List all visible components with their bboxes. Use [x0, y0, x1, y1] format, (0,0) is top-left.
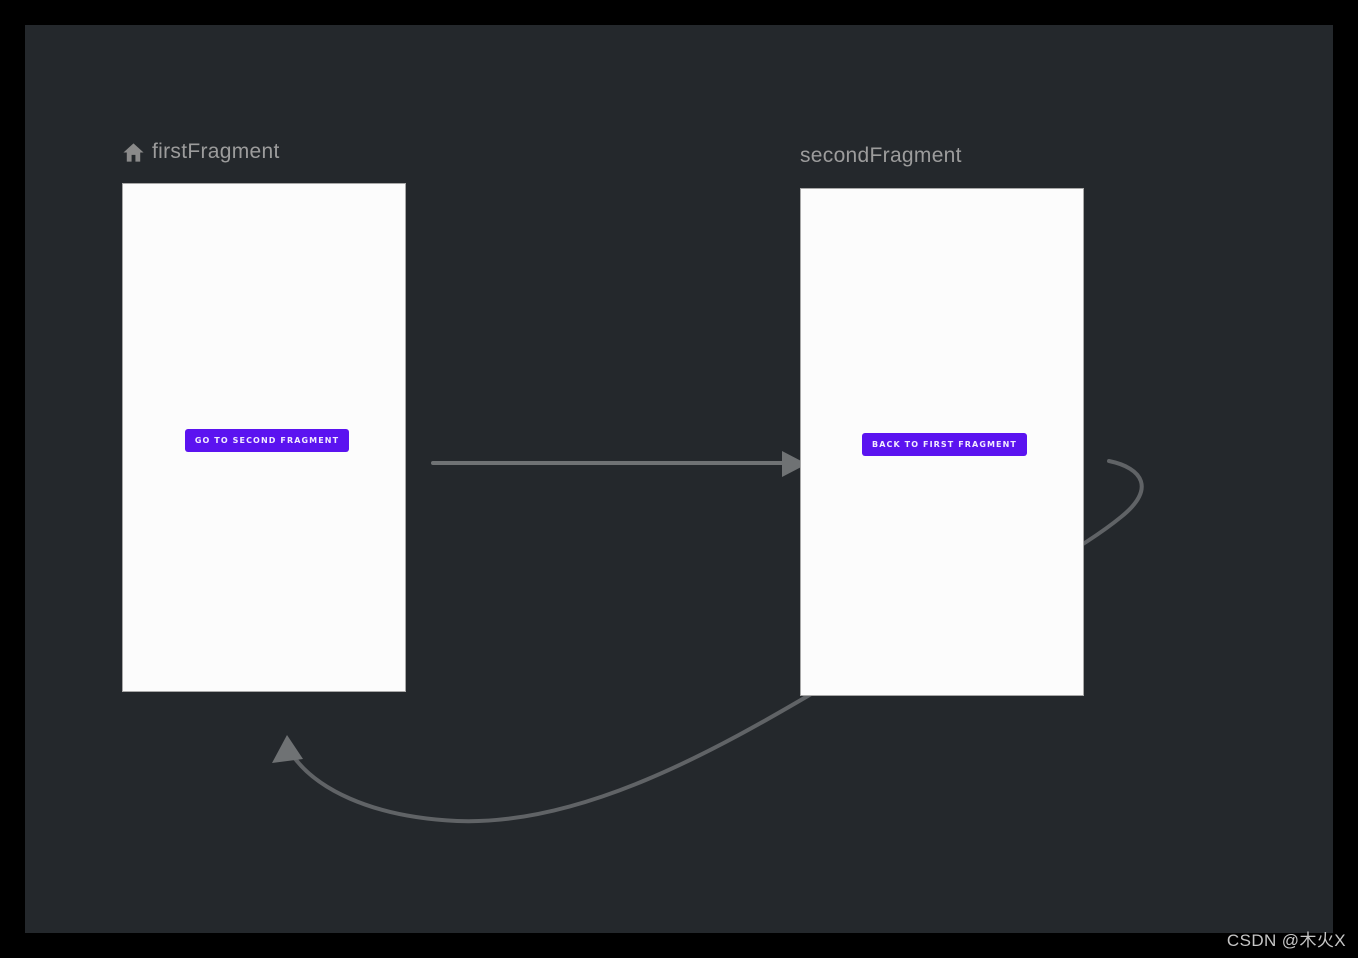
action-arrow-first-to-second[interactable]: [431, 451, 807, 477]
fragment-card-first[interactable]: GO TO SECOND FRAGMENT: [122, 183, 406, 692]
navigation-graph-canvas[interactable]: firstFragment GO TO SECOND FRAGMENT seco…: [25, 25, 1333, 933]
arrowhead-up-icon: [272, 735, 303, 763]
fragment-card-second[interactable]: BACK TO FIRST FRAGMENT: [800, 188, 1084, 696]
go-to-second-fragment-button[interactable]: GO TO SECOND FRAGMENT: [185, 429, 349, 452]
fragment-label: secondFragment: [800, 144, 962, 167]
fragment-header-second: secondFragment: [800, 144, 962, 168]
home-icon: [122, 141, 145, 164]
fragment-label: firstFragment: [152, 140, 280, 163]
fragment-header-first: firstFragment: [122, 140, 280, 164]
back-to-first-fragment-button[interactable]: BACK TO FIRST FRAGMENT: [862, 433, 1027, 456]
watermark-text: CSDN @木火X: [1226, 931, 1346, 950]
